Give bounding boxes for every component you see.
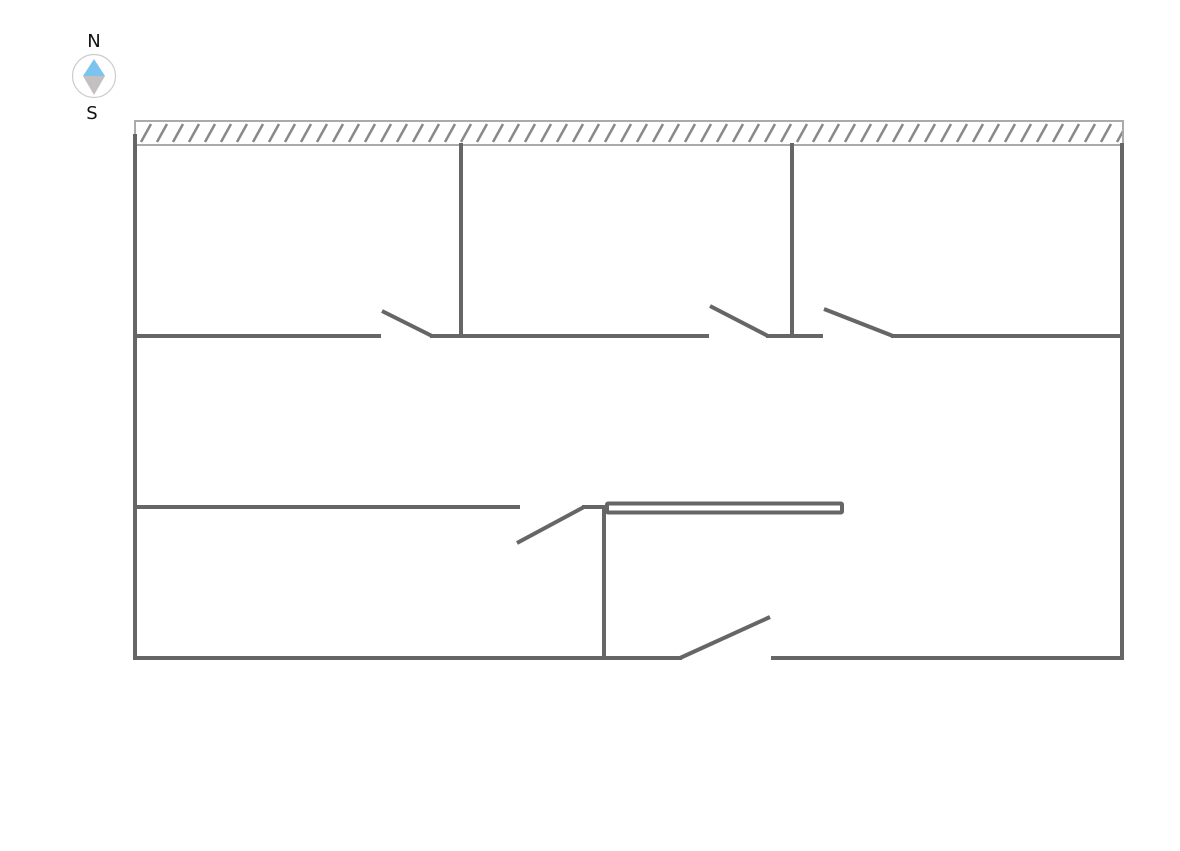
compass-north-label: N	[87, 31, 101, 52]
compass-icon	[71, 53, 117, 99]
compass-south-label: S	[86, 103, 98, 124]
walls	[133, 134, 1124, 660]
door-swing-4	[516, 505, 585, 545]
door-swing-3	[823, 307, 894, 338]
doors	[381, 304, 894, 660]
door-swing-1	[381, 309, 433, 338]
door-swing-5	[679, 615, 771, 660]
double-wall-segment	[605, 501, 844, 515]
exterior-wall-hatched	[134, 120, 1124, 146]
door-swing-2	[709, 304, 769, 338]
